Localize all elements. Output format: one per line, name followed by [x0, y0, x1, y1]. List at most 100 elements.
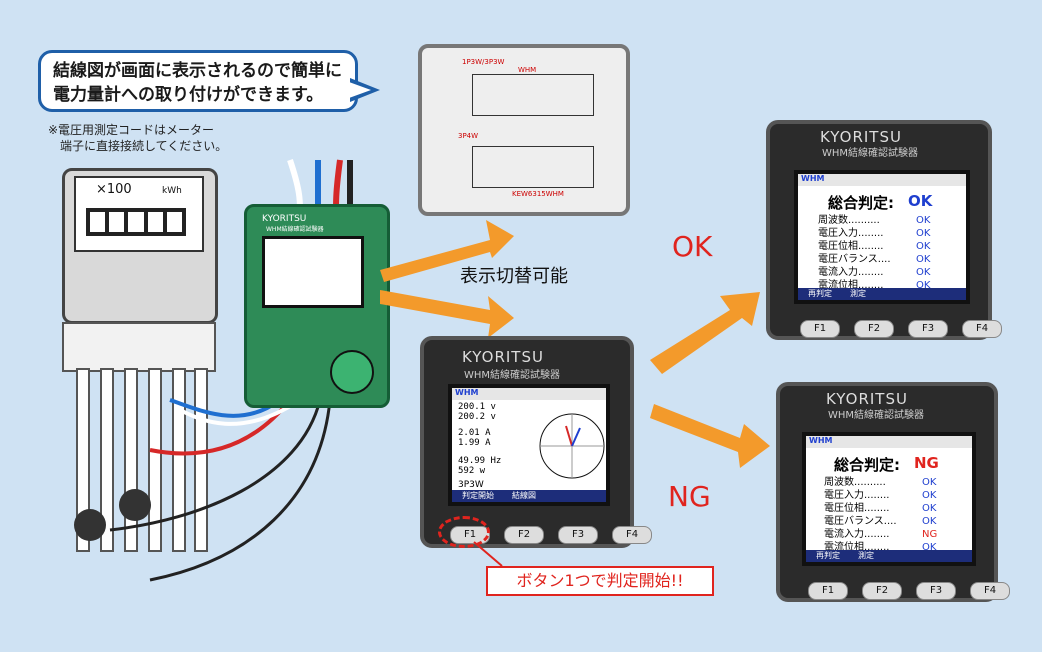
wiring-diagram-bottom [472, 146, 594, 188]
ng-row-value: OK [922, 542, 937, 553]
main-sub: WHM結線確認試験器 [464, 370, 561, 381]
ok-row-value: OK [916, 254, 931, 265]
ng-heading-value: NG [914, 454, 939, 472]
main-a1: 2.01 A [458, 428, 491, 438]
ok-heading: 総合判定: [828, 194, 894, 212]
softkey-start[interactable]: 判定開始 [462, 491, 494, 500]
note-line1: ※電圧用測定コードはメーター [48, 123, 215, 137]
softkey-recheck[interactable]: 再判定 [816, 551, 840, 560]
ng-heading: 総合判定: [834, 456, 900, 474]
ng-row-value: OK [922, 477, 937, 488]
f1-button[interactable]: F1 [808, 582, 848, 600]
softkey-wiring[interactable]: 結線図 [512, 491, 536, 500]
ng-sub: WHM結線確認試験器 [828, 410, 925, 421]
ok-row-label: 電圧入力........ [818, 228, 884, 239]
ng-softkeys: 再判定 測定 [806, 550, 972, 562]
main-mode: 3P3W [458, 480, 484, 490]
softkey-measure[interactable]: 測定 [850, 289, 866, 298]
ng-lcd-tag: WHM [806, 436, 972, 448]
ng-row-value: OK [922, 490, 937, 501]
callout-line2: 電力量計への取り付けができます。 [53, 85, 324, 105]
ok-result-panel: KYORITSU WHM結線確認試験器 WHM 総合判定: OK 周波数....… [766, 120, 1002, 340]
callout-box: 結線図が画面に表示されるので簡単に 電力量計への取り付けができます。 [38, 50, 358, 112]
ng-fkeys: F1 F2 F3 F4 [808, 582, 1010, 600]
ng-result-labels: 周波数.......... 電圧入力........ 電圧位相........ … [824, 476, 897, 554]
f2-button[interactable]: F2 [854, 320, 894, 338]
ok-brand: KYORITSU [820, 128, 902, 146]
ng-lcd: WHM 総合判定: NG 周波数.......... 電圧入力........ … [802, 432, 976, 566]
callout-tail-inner [349, 82, 371, 98]
ok-row-label: 電圧位相........ [818, 241, 884, 252]
softkey-recheck[interactable]: 再判定 [808, 289, 832, 298]
start-label: ボタン1つで判定開始!! [486, 566, 714, 596]
ng-label: NG [668, 480, 711, 513]
ng-row-label: 周波数.......... [824, 477, 886, 488]
ok-lcd-tag: WHM [798, 174, 966, 186]
ng-row-label: 電圧入力........ [824, 490, 890, 501]
device-sub: WHM結線確認試験器 [266, 226, 324, 233]
f2-button[interactable]: F2 [504, 526, 544, 544]
ok-row-value: OK [916, 241, 931, 252]
switch-label: 表示切替可能 [460, 266, 568, 287]
wiring-diagram-top [472, 74, 594, 116]
main-freq: 49.99 Hz [458, 456, 502, 466]
wiring-tag: WHM [518, 66, 537, 74]
f4-button[interactable]: F4 [962, 320, 1002, 338]
f4-button[interactable]: F4 [612, 526, 652, 544]
ok-lcd: WHM 総合判定: OK 周波数.......... 電圧入力........ … [794, 170, 970, 304]
ok-row-label: 周波数.......... [818, 215, 880, 226]
start-pointer [473, 541, 503, 567]
ok-row-label: 電流位相........ [818, 280, 884, 291]
ok-row-label: 電流入力........ [818, 267, 884, 278]
main-lcd-tag: WHM [452, 388, 606, 400]
ok-row-value: OK [916, 280, 931, 291]
ok-result-labels: 周波数.......... 電圧入力........ 電圧位相........ … [818, 214, 891, 292]
device-brand: KYORITSU [262, 214, 307, 224]
f2-button[interactable]: F2 [862, 582, 902, 600]
main-v2: 200.2 v [458, 412, 496, 422]
ng-row-label: 電流位相........ [824, 542, 890, 553]
wiring-diagram-panel: 1P3W/3P3W WHM 3P4W KEW6315WHM [418, 44, 630, 216]
main-tester-panel: KYORITSU WHM結線確認試験器 WHM 200.1 v 200.2 v … [420, 336, 652, 548]
meter-digits [86, 208, 186, 236]
ng-row-value: OK [922, 503, 937, 514]
note-line2: 端子に直接接続してください。 [60, 139, 228, 153]
meter-multiplier: ×100 [96, 182, 132, 197]
f1-highlight [438, 516, 490, 548]
ng-row-label: 電流入力........ [824, 529, 890, 540]
ng-row-label: 電圧位相........ [824, 503, 890, 514]
phasor-diagram [539, 413, 605, 479]
ng-result-panel: KYORITSU WHM結線確認試験器 WHM 総合判定: NG 周波数....… [776, 382, 1010, 602]
callout-line1: 結線図が画面に表示されるので簡単に [53, 61, 342, 81]
ok-fkeys: F1 F2 F3 F4 [800, 320, 1002, 338]
main-v1: 200.1 v [458, 402, 496, 412]
softkey-measure[interactable]: 測定 [858, 551, 874, 560]
ok-label: OK [672, 230, 713, 263]
ok-row-value: OK [916, 267, 931, 278]
main-power: 592 w [458, 466, 486, 476]
f3-button[interactable]: F3 [916, 582, 956, 600]
main-a2: 1.99 A [458, 438, 491, 448]
main-brand: KYORITSU [462, 348, 544, 366]
f4-button[interactable]: F4 [970, 582, 1010, 600]
main-softkeys: 判定開始 結線図 [452, 490, 606, 502]
device-dpad[interactable] [330, 350, 374, 394]
ng-row-label: 電圧バランス.... [824, 516, 897, 527]
ok-sub: WHM結線確認試験器 [822, 148, 919, 159]
ok-row-label: 電圧バランス.... [818, 254, 891, 265]
meter-unit: kWh [162, 186, 182, 196]
device-screen [262, 236, 364, 308]
ng-result-values: OK OK OK OK NG OK [922, 476, 937, 554]
ng-row-value: NG [922, 529, 938, 540]
ok-result-values: OK OK OK OK OK OK [916, 214, 930, 292]
f3-button[interactable]: F3 [908, 320, 948, 338]
note: ※電圧用測定コードはメーター 端子に直接接続してください。 [48, 122, 227, 154]
ok-row-value: OK [916, 215, 931, 226]
ok-softkeys: 再判定 測定 [798, 288, 966, 300]
f3-button[interactable]: F3 [558, 526, 598, 544]
meter-terminal-cover [62, 322, 216, 372]
f1-button[interactable]: F1 [800, 320, 840, 338]
wiring-label-3p4w: 3P4W [458, 132, 479, 140]
